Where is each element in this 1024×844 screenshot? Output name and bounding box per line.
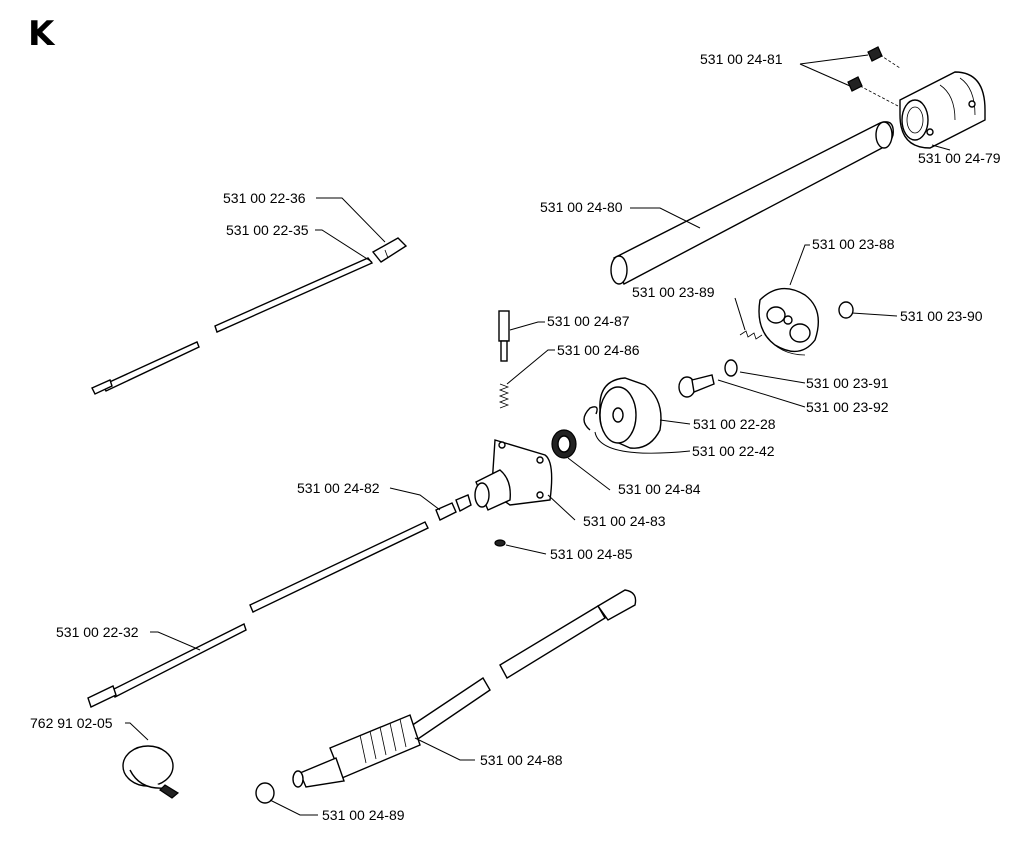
coupling-housing-drawing [899, 71, 986, 149]
lower-drive-shaft-drawing [87, 521, 429, 708]
part-label-531-00-24-86: 531 00 24-86 [557, 342, 640, 358]
plug-drawing [435, 494, 472, 521]
clutch-assembly-drawing [758, 287, 819, 356]
part-label-531-00-22-32: 531 00 22-32 [56, 624, 139, 640]
hose-clamp-drawing [122, 745, 180, 799]
part-label-531-00-24-88: 531 00 24-88 [480, 752, 563, 768]
part-label-531-00-23-89: 531 00 23-89 [632, 284, 715, 300]
small-washer-drawing [724, 359, 738, 377]
part-label-531-00-23-88: 531 00 23-88 [812, 236, 895, 252]
screws-drawing [847, 46, 901, 107]
bushing-ring-drawing [255, 782, 275, 804]
part-label-531-00-22-28: 531 00 22-28 [693, 416, 776, 432]
part-label-531-00-24-87: 531 00 24-87 [547, 313, 630, 329]
part-label-531-00-24-83: 531 00 24-83 [583, 513, 666, 529]
gear-housing-drawing [474, 439, 553, 511]
part-label-762-91-02-05: 762 91 02-05 [30, 715, 113, 731]
drain-screw-drawing [494, 539, 506, 547]
lock-pin-drawing [498, 310, 510, 362]
part-label-531-00-24-85: 531 00 24-85 [550, 546, 633, 562]
part-label-531-00-23-90: 531 00 23-90 [900, 308, 983, 324]
sheet-letter: K [28, 14, 56, 54]
clutch-drum-drawing [599, 377, 662, 449]
circlip-drawing [583, 406, 598, 431]
part-label-531-00-24-79: 531 00 24-79 [918, 150, 1001, 166]
flexible-shaft-drawing [292, 589, 637, 788]
part-label-531-00-24-89: 531 00 24-89 [322, 807, 405, 823]
part-label-531-00-22-42: 531 00 22-42 [692, 443, 775, 459]
shoulder-bolt-drawing [678, 374, 715, 398]
part-label-531-00-24-82: 531 00 24-82 [297, 480, 380, 496]
part-label-531-00-24-80: 531 00 24-80 [540, 199, 623, 215]
washer-drawing [838, 301, 854, 319]
part-label-531-00-24-81: 531 00 24-81 [700, 51, 783, 67]
part-label-531-00-23-91: 531 00 23-91 [806, 375, 889, 391]
shaft-tube-drawing [610, 121, 894, 285]
part-label-531-00-23-92: 531 00 23-92 [806, 399, 889, 415]
lock-spring-drawing [498, 383, 510, 409]
part-label-531-00-24-84: 531 00 24-84 [618, 481, 701, 497]
clutch-spring-drawing [739, 330, 763, 340]
bearing-drawing [551, 429, 577, 459]
part-label-531-00-22-35: 531 00 22-35 [226, 222, 309, 238]
leader-lines [125, 54, 951, 816]
part-label-531-00-22-36: 531 00 22-36 [223, 190, 306, 206]
upper-drive-shaft-drawing [91, 237, 408, 395]
